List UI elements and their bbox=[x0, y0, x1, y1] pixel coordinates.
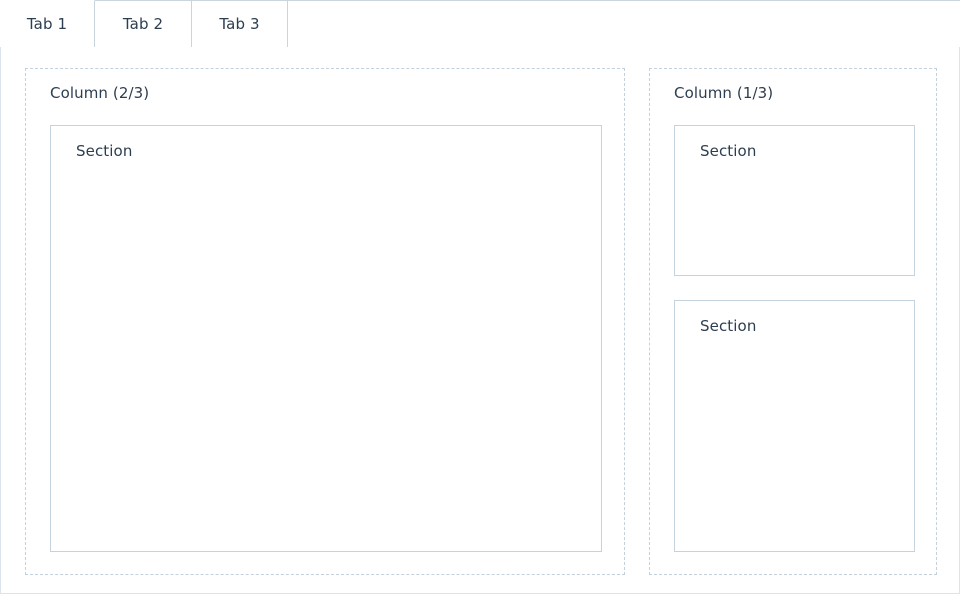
section-right-top-label: Section bbox=[700, 142, 757, 160]
column-two-thirds: Column (2/3) Section bbox=[25, 68, 625, 575]
section-left-main-label: Section bbox=[76, 142, 133, 160]
column-one-third: Column (1/3) Section Section bbox=[649, 68, 937, 575]
tab-3[interactable]: Tab 3 bbox=[192, 0, 288, 48]
section-left-main: Section bbox=[50, 125, 602, 552]
tab-1[interactable]: Tab 1 bbox=[0, 0, 95, 48]
column-two-thirds-title: Column (2/3) bbox=[50, 84, 150, 102]
section-right-top: Section bbox=[674, 125, 915, 276]
column-one-third-title: Column (1/3) bbox=[674, 84, 774, 102]
tab-2-label: Tab 2 bbox=[122, 14, 164, 33]
section-right-bottom: Section bbox=[674, 300, 915, 552]
tab-bar-filler bbox=[288, 0, 960, 48]
tab-panel: Column (2/3) Section Column (1/3) Sectio… bbox=[0, 47, 960, 594]
tab-3-label: Tab 3 bbox=[219, 14, 260, 33]
section-right-bottom-label: Section bbox=[700, 317, 757, 335]
tab-2[interactable]: Tab 2 bbox=[95, 0, 192, 48]
tab-bar: Tab 1 Tab 2 Tab 3 bbox=[0, 0, 960, 48]
tab-panel-content: Column (2/3) Section Column (1/3) Sectio… bbox=[1, 47, 960, 593]
tab-1-label: Tab 1 bbox=[26, 14, 68, 33]
